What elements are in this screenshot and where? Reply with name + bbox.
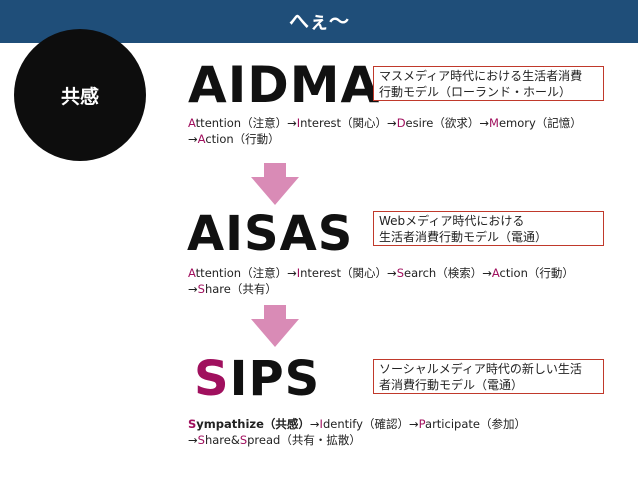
letter: A (197, 132, 206, 146)
letter: M (489, 116, 499, 130)
letter: A (188, 266, 196, 280)
aidma-note-line2: 行動モデル（ローランド・ホール） (379, 85, 572, 99)
word: ympathize（共感） (196, 417, 310, 431)
word: ttention（注意）→ (195, 116, 297, 130)
word: nterest（関心）→ (300, 116, 397, 130)
word: pread（共有・拡散） (247, 433, 361, 447)
letter: S (396, 266, 404, 280)
aisas-description: Attention（注意）→Interest（関心）→Search（検索）→Ac… (188, 265, 628, 297)
arrow-text: → (188, 282, 198, 296)
sips-desc-line1: Sympathize（共感）→Identify（確認）→Participate（… (188, 416, 628, 432)
letter: S (188, 417, 197, 431)
word: emory（記憶） (498, 116, 582, 130)
sips-note: ソーシャルメディア時代の新しい生活 者消費行動モデル（電通） (373, 359, 604, 394)
aisas-note-line1: Webメディア時代における (379, 214, 525, 228)
word: earch（検索）→ (404, 266, 492, 280)
word: articipate（参加） (425, 417, 526, 431)
header-title: へぇ〜 (289, 9, 349, 33)
aidma-note-line1: マスメディア時代における生活者消費 (379, 69, 583, 83)
sips-desc-line2: →Share&Spread（共有・拡散） (188, 432, 628, 448)
arrow-text: → (309, 417, 320, 431)
aisas-title: AISAS (187, 206, 354, 262)
aidma-title: AIDMA (188, 56, 381, 114)
word: esire（欲求）→ (405, 116, 489, 130)
aidma-description: Attention（注意）→Interest（関心）→Desire（欲求）→Me… (188, 115, 628, 147)
aisas-note-line2: 生活者消費行動モデル（電通） (379, 230, 548, 244)
letter: P (418, 417, 426, 431)
sips-first-letter: S (194, 351, 230, 407)
word: nterest（関心）→ (300, 266, 397, 280)
aidma-note: マスメディア時代における生活者消費 行動モデル（ローランド・ホール） (373, 66, 604, 101)
word: hare（共有） (204, 282, 277, 296)
letter: I (296, 116, 301, 130)
letter: S (197, 433, 205, 447)
word: dentify（確認）→ (322, 417, 419, 431)
letter: S (239, 433, 248, 447)
letter: A (491, 266, 500, 280)
down-arrow-icon (251, 305, 299, 347)
letter: I (319, 417, 323, 431)
word: ction（行動） (499, 266, 574, 280)
aisas-desc-line2: →Share（共有） (188, 281, 628, 297)
letter: D (396, 116, 406, 130)
arrow-text: → (188, 433, 198, 447)
sips-description: Sympathize（共感）→Identify（確認）→Participate（… (188, 416, 628, 448)
aidma-desc-line2: →Action（行動） (188, 131, 628, 147)
aisas-desc-line1: Attention（注意）→Interest（関心）→Search（検索）→Ac… (188, 265, 628, 281)
aidma-desc-line1: Attention（注意）→Interest（関心）→Desire（欲求）→Me… (188, 115, 628, 131)
sips-rest: IPS (229, 351, 321, 407)
empathy-circle: 共感 (14, 29, 146, 161)
aisas-note: Webメディア時代における 生活者消費行動モデル（電通） (373, 211, 604, 246)
letter: I (296, 266, 301, 280)
down-arrow-icon (251, 163, 299, 205)
letter: S (197, 282, 205, 296)
arrow-text: → (188, 132, 198, 146)
sips-note-line2: 者消費行動モデル（電通） (379, 378, 524, 392)
sips-title: SIPS (194, 355, 320, 403)
word: ction（行動） (205, 132, 280, 146)
word: hare& (204, 433, 240, 447)
letter: A (188, 116, 196, 130)
circle-label: 共感 (60, 85, 99, 108)
sips-note-line1: ソーシャルメディア時代の新しい生活 (379, 362, 582, 376)
word: ttention（注意）→ (195, 266, 297, 280)
